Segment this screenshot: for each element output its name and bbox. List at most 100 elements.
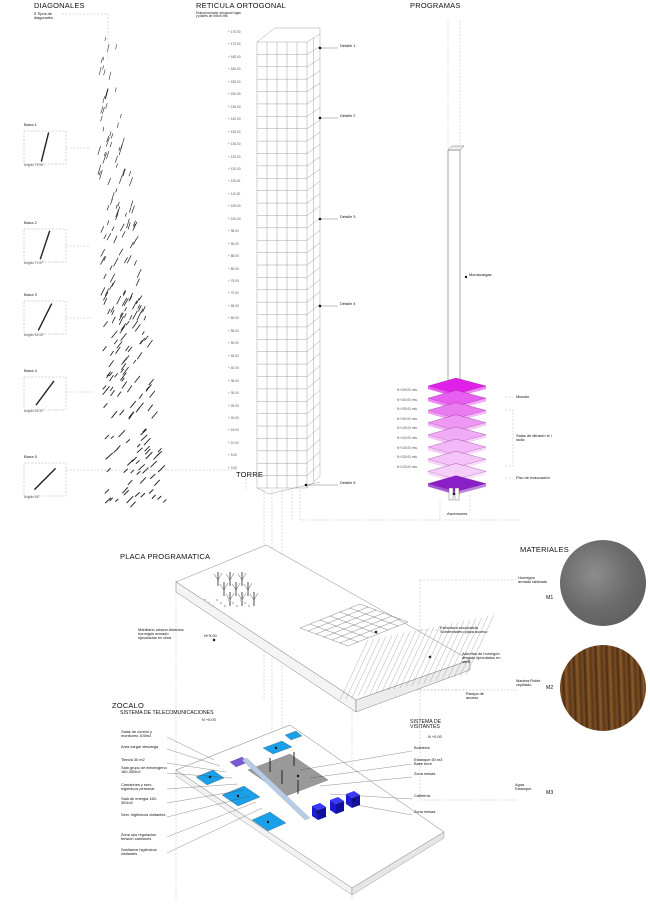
tower-beam (306, 181, 321, 191)
diagonal-bar (138, 463, 146, 471)
diagonal-bar (111, 330, 118, 339)
diagonal-bar (104, 497, 112, 504)
tower-beam (306, 402, 321, 414)
diagonal-bar (138, 295, 143, 301)
tower-level-label: + 55.00 (228, 328, 239, 333)
diagonal-bar (129, 177, 133, 187)
mobiliario-label: Mobiliario urbano Asientos hormigón arma… (138, 627, 184, 641)
diagonal-bar (109, 386, 114, 392)
cafe-block-face (346, 794, 352, 808)
diagonal-bar (107, 308, 111, 315)
diagonal-bar (109, 265, 113, 271)
diagonal-bar (136, 352, 143, 360)
diagonal-bar (100, 115, 103, 122)
barra-box (23, 228, 67, 263)
tower-beam (306, 82, 321, 92)
zocalo-left-label: Area carga/ descarga (121, 744, 159, 749)
diagonal-bar (119, 113, 122, 119)
diagonal-bar (130, 469, 135, 474)
tree-branch (243, 582, 253, 591)
diagonal-bar (141, 331, 145, 335)
barra-angle: Angulo 71.57° (24, 261, 45, 265)
diagonal-bar (116, 445, 121, 450)
diagonal-bar (135, 235, 139, 240)
diagonal-bar (140, 428, 147, 436)
diagonal-bar (144, 335, 149, 341)
material-wood-swatch (560, 645, 646, 731)
diagonal-bar (140, 492, 146, 498)
diagonal-bar (140, 434, 148, 441)
diagonal-bar (106, 233, 112, 241)
barra-box (23, 130, 67, 165)
ramp-hatch (411, 625, 441, 686)
zocalo-leader (166, 783, 239, 790)
salas-label: Salas de difusión tv / radio (516, 433, 552, 443)
tower-beam (306, 377, 321, 390)
diagonal-bar (118, 312, 124, 321)
diagonal-bar (118, 146, 121, 152)
title-placa: PLACA PROGRAMATICA (120, 552, 211, 561)
tree-branch (231, 582, 241, 591)
tower-level-label: + 65.00 (228, 303, 239, 308)
diagonal-bar (110, 435, 115, 440)
montacargas-dot (464, 275, 468, 279)
ramp-hatch (363, 635, 393, 696)
barra-name: Barra 2 (24, 220, 37, 225)
diagonal-bar (151, 494, 156, 500)
tower-level-label: + 110.00 (228, 191, 241, 196)
detalle-label: Detalle 5 (340, 480, 356, 485)
diagonal-bar (106, 150, 110, 159)
tower-level-label: + 50.00 (228, 341, 239, 346)
zocalo-room (221, 785, 261, 807)
diagonal-bar (146, 339, 153, 348)
title-reticula: RETICULA ORTOGONAL (196, 1, 287, 10)
tower-level-label: + 160.00 (228, 67, 241, 72)
bench-seat (231, 601, 235, 605)
program-shaft (447, 149, 461, 386)
tower-beam (306, 475, 321, 489)
tower-beam (306, 70, 321, 80)
diagonal-bar (122, 366, 129, 375)
tower-beam (306, 291, 321, 303)
detalle-label: Detalle 4 (340, 301, 356, 306)
diagonal-bar (151, 411, 158, 419)
diagonal-bar (157, 495, 162, 500)
placa-nivel: N+5.00 (204, 633, 217, 638)
diagonal-bar (121, 231, 126, 238)
tower-level-label: + 125.00 (228, 154, 241, 159)
diagonal-bar (113, 235, 118, 244)
barra-sample-line (39, 230, 51, 260)
tower-beam (306, 463, 321, 476)
diagonal-bar (127, 479, 133, 486)
tower-beam (306, 205, 321, 216)
tower-beam (306, 340, 321, 352)
diagonal-bar (145, 384, 152, 392)
diagonal-bar (125, 345, 130, 352)
zocalo-room (262, 740, 293, 755)
diagonal-bar (100, 226, 105, 233)
bench-seat (227, 598, 231, 602)
diagonal-bar (103, 297, 108, 305)
leader-line (299, 490, 520, 521)
bench-seat (203, 598, 207, 602)
zocalo-leader (166, 736, 215, 761)
diagonal-bar (125, 320, 130, 326)
program-slab-edge (456, 483, 486, 495)
diagonal-bar (124, 257, 128, 264)
diagonal-bar (118, 429, 126, 438)
diagonal-bar (115, 204, 118, 209)
diagonal-bar (102, 126, 105, 132)
tower-beam (306, 267, 321, 278)
zocalo-right-label: Zona mesas (414, 771, 436, 776)
barra-sample-line (40, 132, 50, 162)
zocalo-left-label: Sala de energia 160-300m2 (121, 796, 158, 806)
diagonal-bar (103, 151, 106, 157)
zocalo-left-label: Camarines y serv. higiénicos personal (121, 782, 155, 792)
m1-label: Hormigón armado tableado (518, 575, 548, 585)
leader-line (419, 580, 518, 801)
diagonal-bar (144, 448, 151, 455)
tower-beam (306, 439, 321, 451)
zocalo-right-label: Cafetería (414, 793, 431, 798)
diagonal-bar (121, 381, 128, 389)
